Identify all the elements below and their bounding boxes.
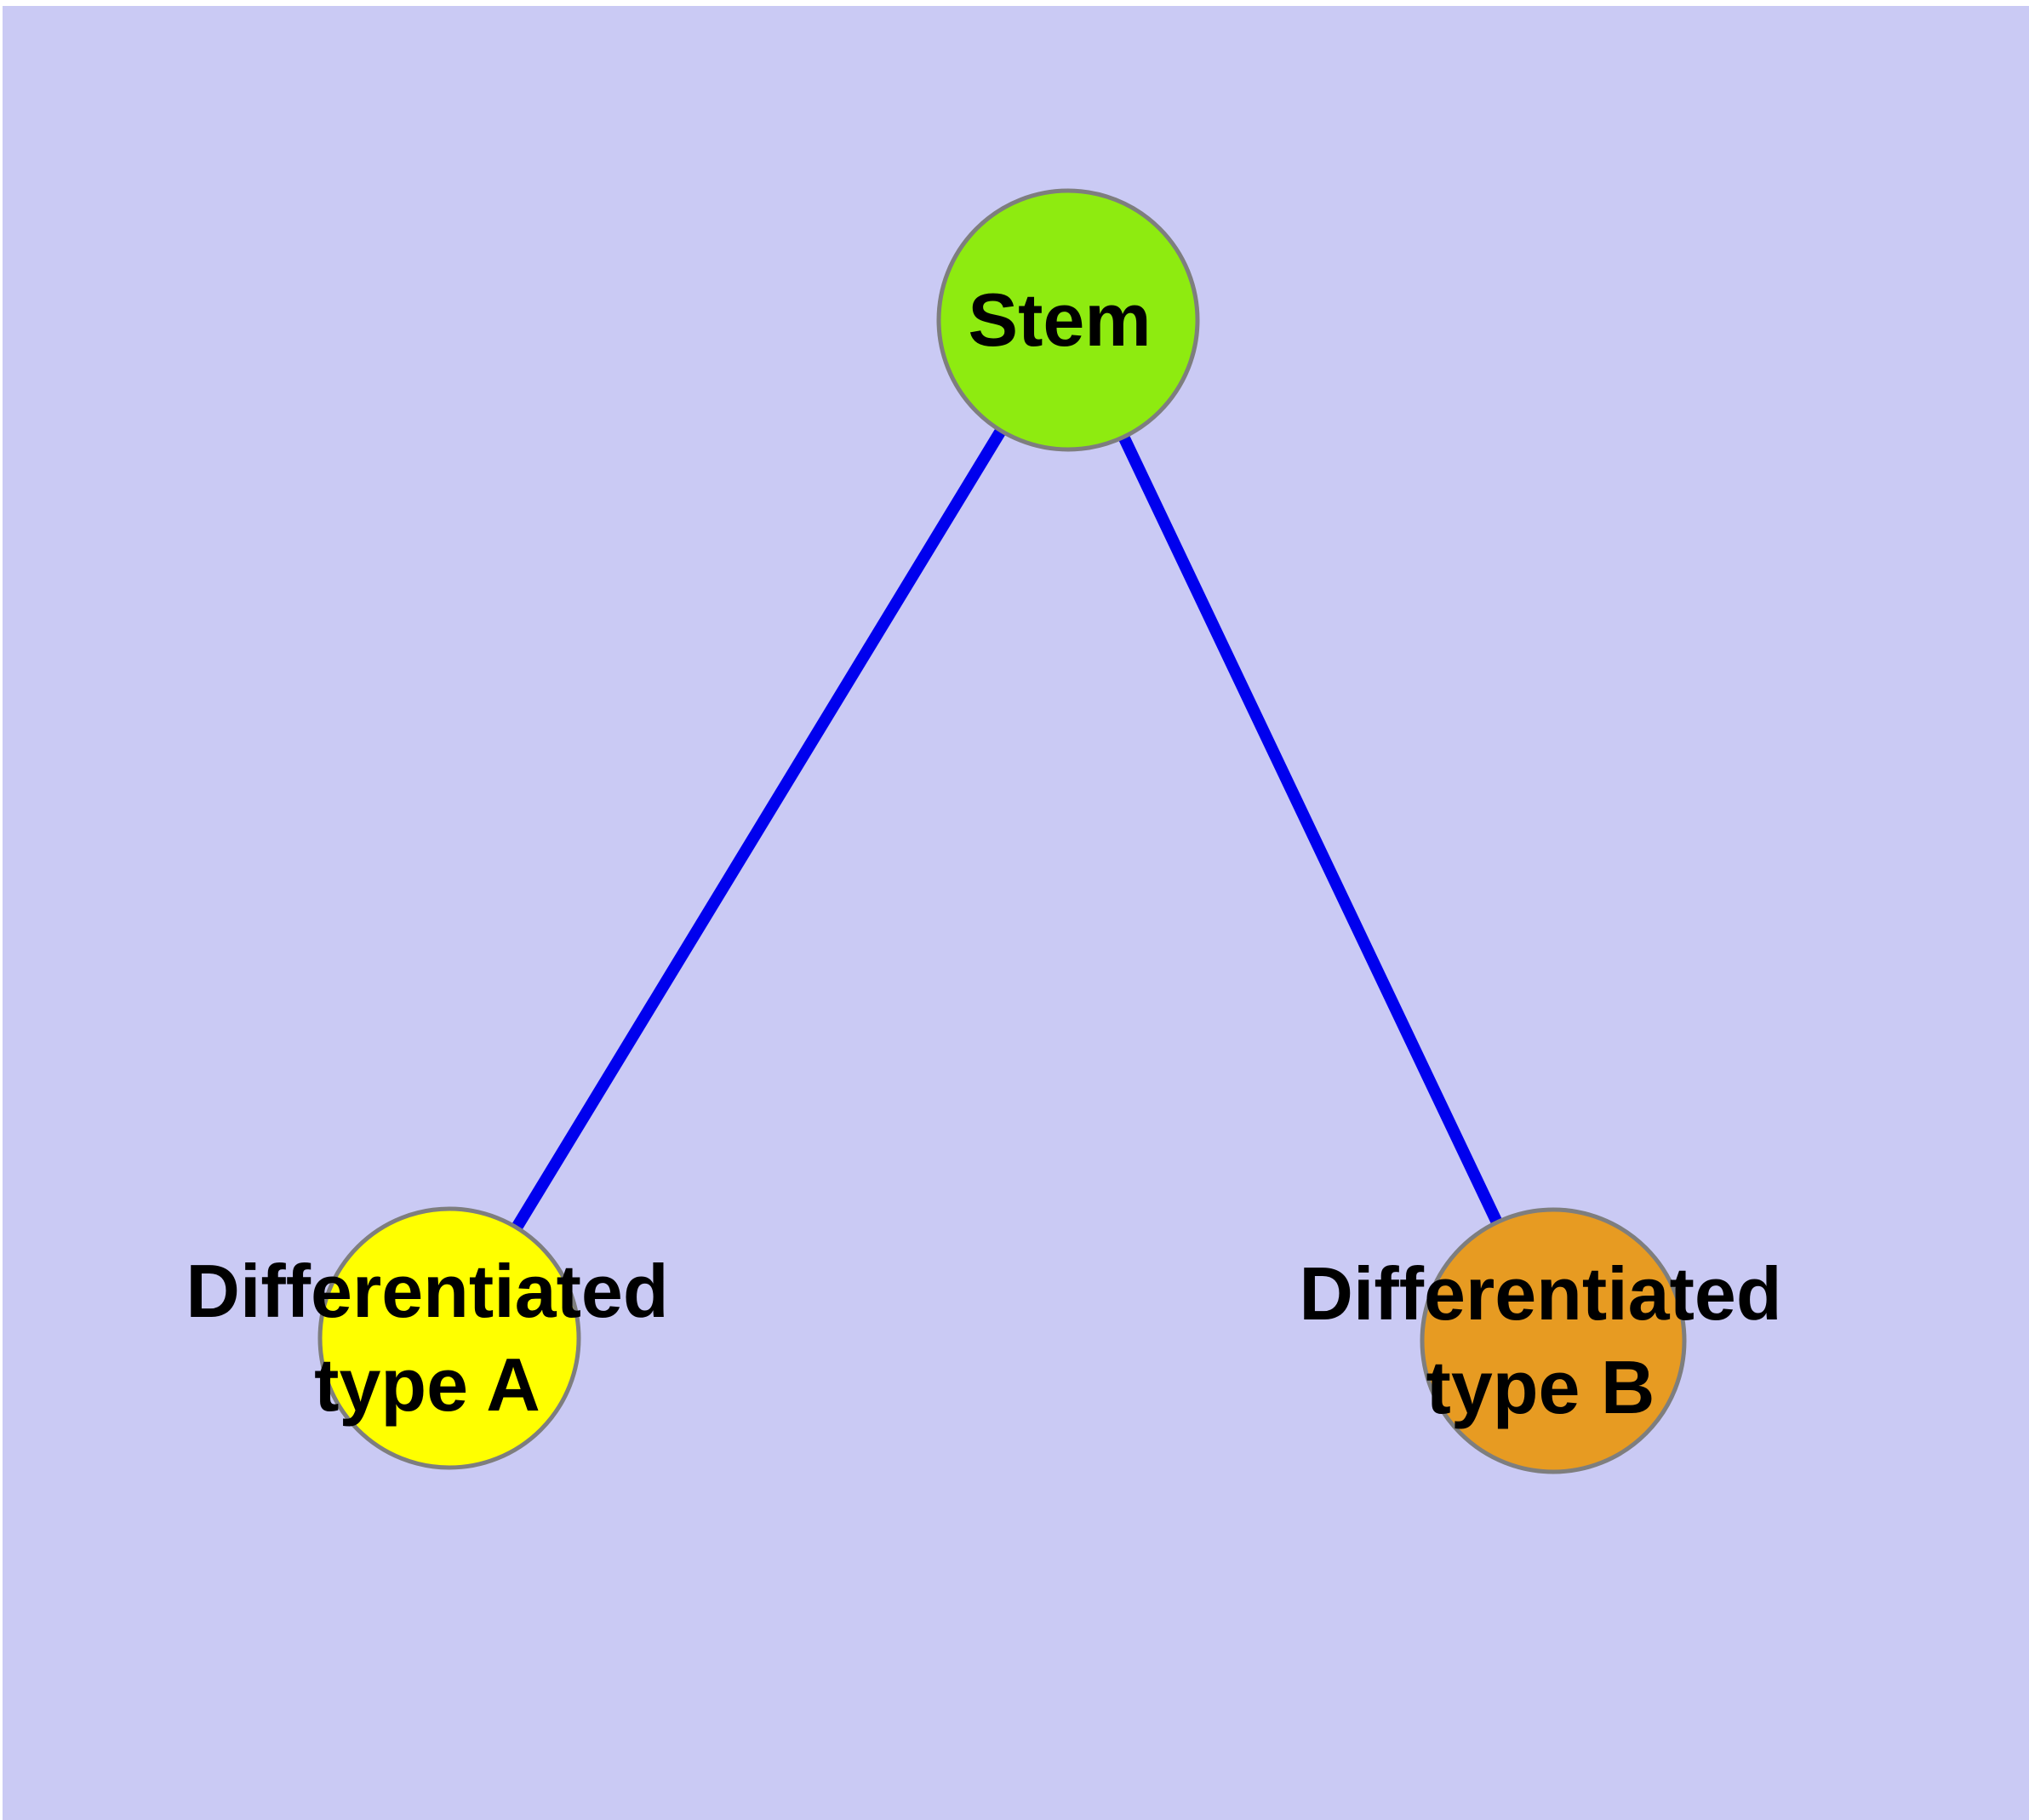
node-label-diff-a: Differentiated type A <box>186 1245 668 1432</box>
node-label-line: Differentiated <box>1299 1251 1782 1336</box>
node-label-line: Stem <box>968 278 1152 362</box>
node-label-line: type A <box>314 1342 540 1427</box>
node-stem[interactable] <box>936 188 1200 452</box>
node-diff-b[interactable] <box>1420 1207 1687 1474</box>
node-diff-a[interactable] <box>317 1206 581 1470</box>
edge-stem-to-diff-b[interactable] <box>1062 317 1559 1344</box>
edge-stem-to-diff-a[interactable] <box>444 317 1073 1342</box>
node-label-line: Differentiated <box>186 1249 669 1333</box>
node-label-stem: Stem <box>968 273 1151 367</box>
node-label-diff-b: Differentiated type B <box>1299 1247 1781 1434</box>
node-label-line: type B <box>1426 1345 1655 1429</box>
